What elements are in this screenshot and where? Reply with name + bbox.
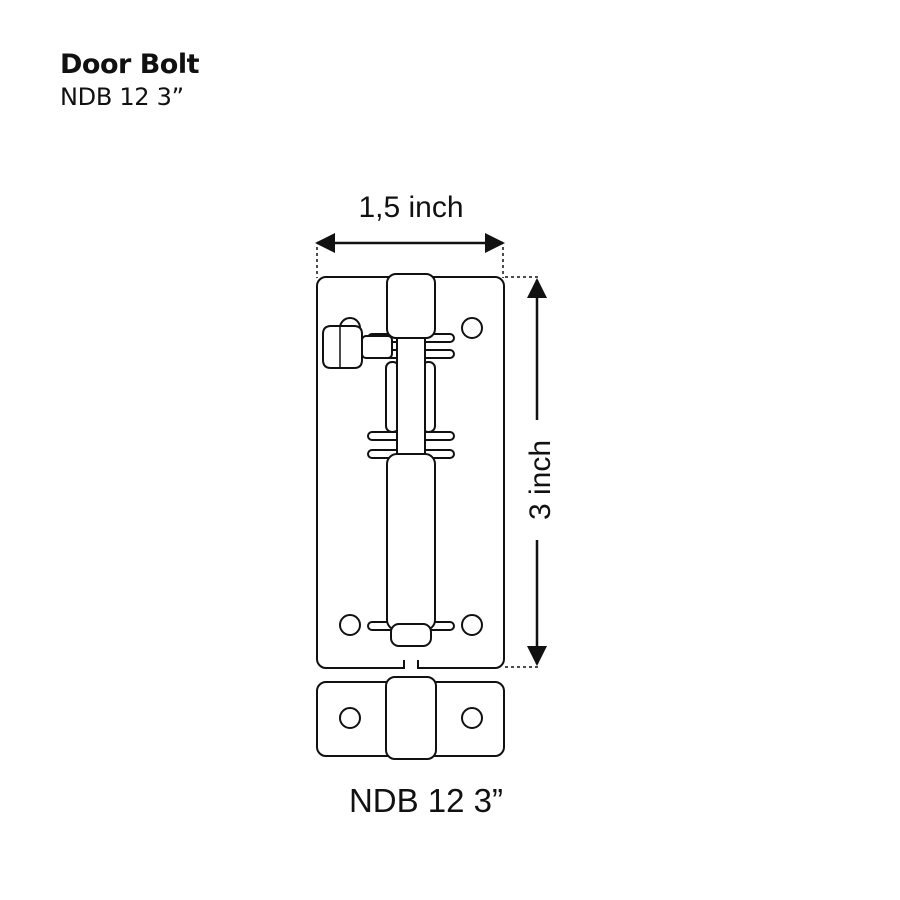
model-caption: NDB 12 3” [349,782,503,819]
product-model: NDB 12 3” [60,83,184,111]
bolt-rod-tip [390,623,432,647]
header: Door Bolt NDB 12 3” [60,48,200,112]
keeper-hole-left [339,707,361,729]
screw-hole-bottom-right [461,614,483,636]
keeper-hole-right [461,707,483,729]
bolt-handle-neck [361,335,393,359]
bolt-rod-upper [396,329,426,459]
screw-hole-top-right [461,317,483,339]
height-label: 3 inch [524,440,557,520]
bolt-rod-lower [386,453,436,631]
bolt-handle-knob [322,325,363,369]
keeper-assembly [316,676,505,760]
bolt-assembly [316,273,505,670]
width-dimension: 1,5 inch [315,191,505,278]
keeper-catch [385,676,437,760]
width-label: 1,5 inch [358,191,463,224]
product-title: Door Bolt [60,49,200,80]
plate-slot [403,660,419,668]
plate-slot-gap [405,648,417,670]
bolt-rod-head [386,273,436,339]
height-dimension: 3 inch [505,276,557,668]
screw-hole-bottom-left [339,614,361,636]
